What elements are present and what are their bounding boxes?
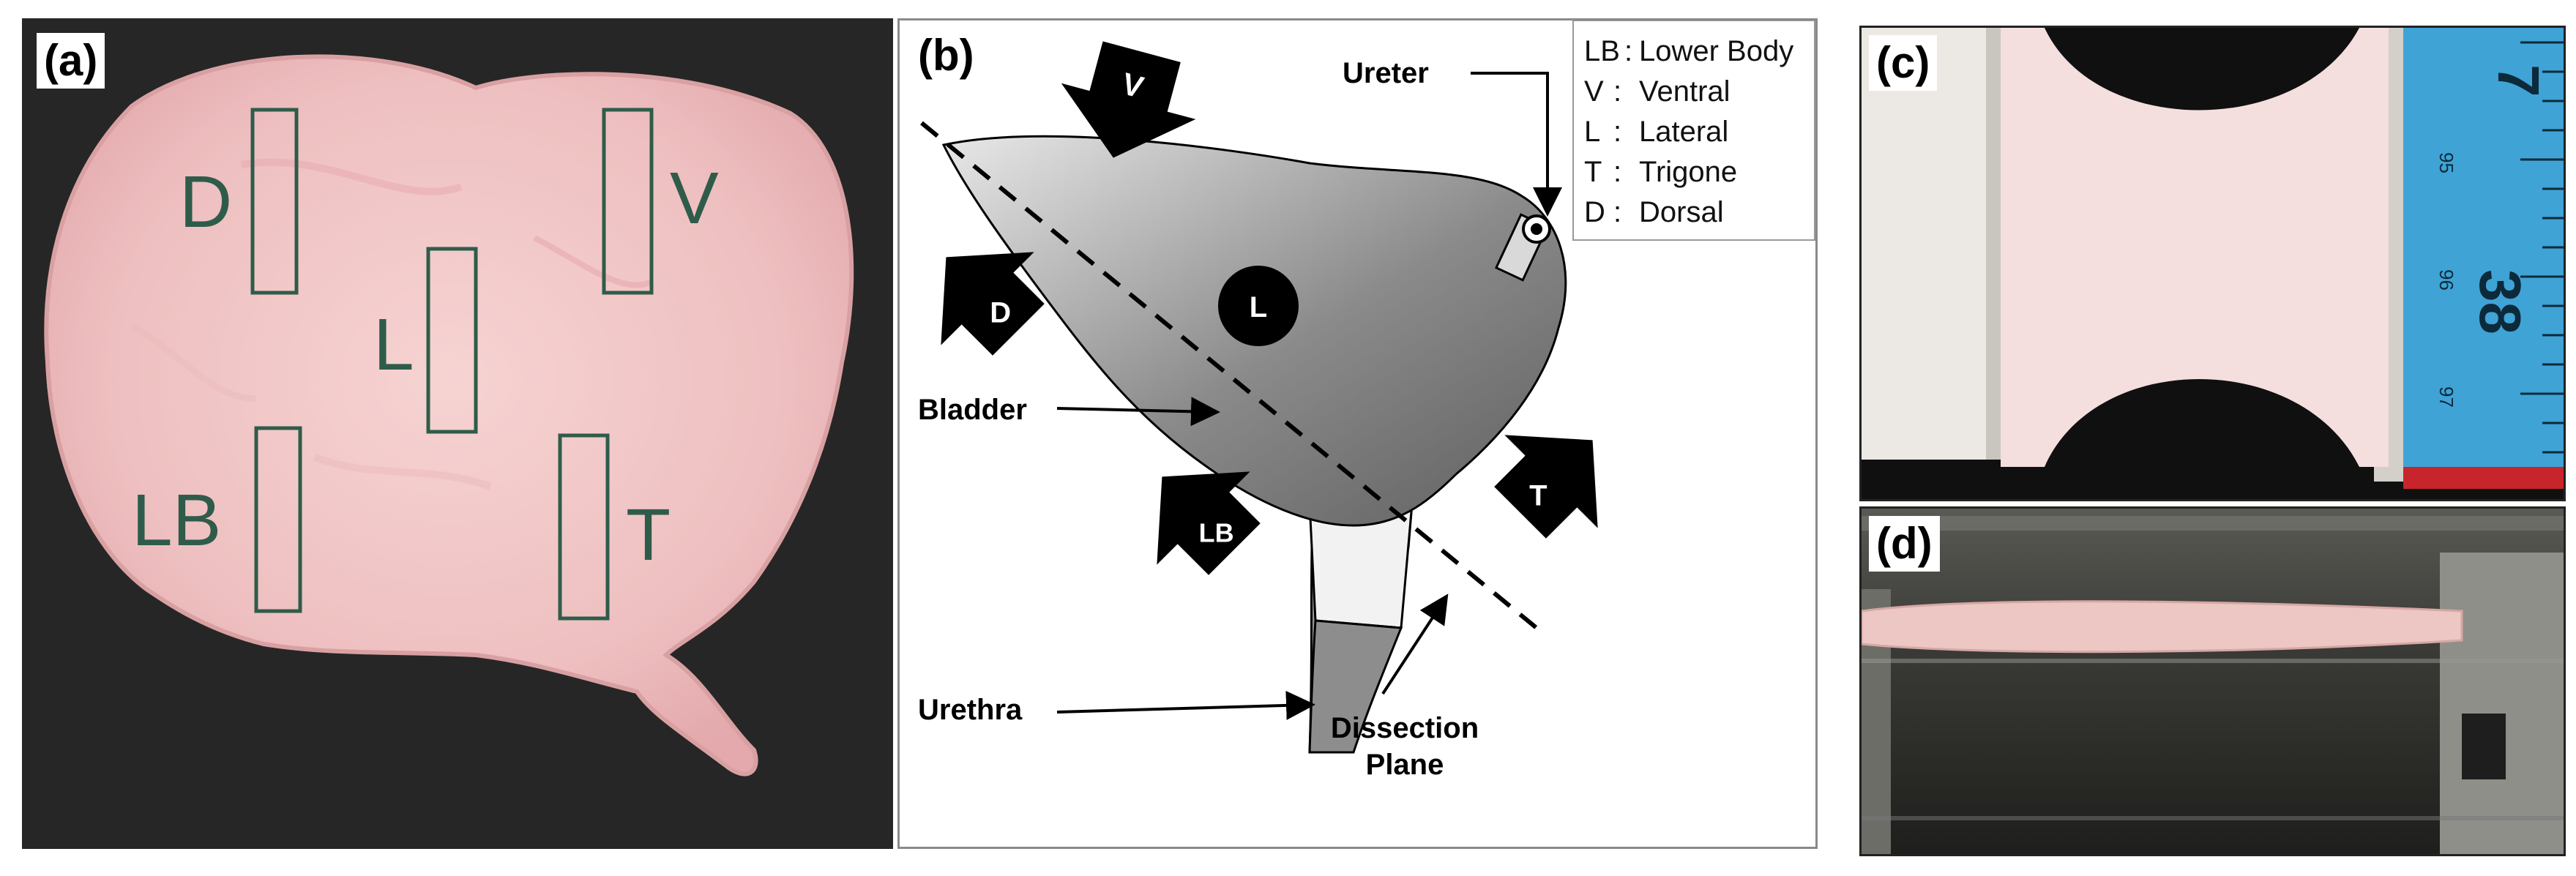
panel-b-schematic: L V D LB T Ureter Bladder Urethra <box>897 18 1818 849</box>
tissue-photo-svg: D V L LB T <box>44 54 854 776</box>
legend-name-2: Ventral <box>1639 75 1731 108</box>
ruler: 7 38 95 96 97 <box>2403 28 2564 489</box>
legend-abbr-4: T <box>1584 156 1602 188</box>
dissection-pointer <box>1381 594 1449 695</box>
panel-d-specimen-side: (d) <box>1859 506 2566 856</box>
ruler-number-97: 97 <box>2435 386 2457 408</box>
region-label-dorsal: D <box>179 161 232 243</box>
legend-name-5: Dorsal <box>1639 196 1724 228</box>
legend-sep-3: : <box>1613 116 1621 148</box>
legend-name-4: Trigone <box>1639 156 1737 188</box>
region-box-lateral <box>426 247 478 434</box>
ruler-number-95: 95 <box>2435 152 2457 173</box>
panel-c-label: (c) <box>1869 35 1938 91</box>
urethra-label: Urethra <box>918 694 1023 726</box>
legend-abbr-5: D <box>1584 196 1605 228</box>
region-box-trigone <box>558 433 610 621</box>
ruler-number-38: 38 <box>2468 269 2533 334</box>
lateral-marker-text: L <box>1250 291 1267 323</box>
legend-sep-4: : <box>1613 156 1621 188</box>
legend-abbr-1: LB <box>1584 35 1620 67</box>
panel-b-label: (b) <box>911 28 982 83</box>
region-label-ventral: V <box>670 157 719 239</box>
panel-c-specimen-top: 7 38 95 96 97 (c) <box>1859 26 2566 501</box>
panel-a-tissue-photo: D V L LB T (a) <box>22 18 893 849</box>
legend-name-1: Lower Body <box>1639 35 1793 67</box>
ureter-tube <box>1494 213 1551 282</box>
region-box-dorsal <box>250 108 299 295</box>
lateral-marker <box>1218 266 1299 346</box>
region-box-ventral <box>602 108 654 295</box>
ruler-number-7: 7 <box>2486 64 2551 97</box>
legend-abbr-2: V <box>1584 75 1604 108</box>
schematic-svg: L V D LB T Ureter Bladder Urethra <box>918 20 1815 781</box>
region-label-lateral: L <box>373 304 414 386</box>
dissection-label-line1: Dissection <box>1331 712 1479 744</box>
panel-a-label: (a) <box>37 33 105 89</box>
urethra-pointer <box>1056 690 1315 720</box>
ventral-arrow: V <box>1061 41 1196 158</box>
bladder-pointer <box>1056 397 1220 427</box>
svg-text:D: D <box>990 297 1011 329</box>
legend-sep-2: : <box>1613 75 1621 108</box>
legend-sep-1: : <box>1624 35 1632 67</box>
region-label-trigone: T <box>626 494 671 576</box>
legend: LB : Lower Body V : Ventral L : Lateral … <box>1572 20 1815 241</box>
dissection-label-line2: Plane <box>1366 749 1444 781</box>
specimen-side-svg <box>1862 509 2564 854</box>
svg-text:LB: LB <box>1199 518 1234 548</box>
ruler-number-96: 96 <box>2435 269 2457 291</box>
right-clamp <box>2440 553 2564 854</box>
specimen-top-svg: 7 38 95 96 97 <box>1862 28 2564 499</box>
panel-d-label: (d) <box>1869 516 1940 572</box>
legend-abbr-3: L <box>1584 116 1600 148</box>
legend-sep-5: : <box>1613 196 1621 228</box>
dogbone-specimen <box>2001 28 2389 467</box>
specimen-side-strip <box>1862 600 2463 654</box>
region-label-lower-body: LB <box>132 479 221 561</box>
ureter-pointer <box>1471 72 1562 217</box>
svg-text:T: T <box>1529 480 1547 512</box>
left-grip <box>1862 28 2001 460</box>
legend-name-3: Lateral <box>1639 116 1728 148</box>
bladder-label: Bladder <box>918 394 1027 426</box>
region-box-lower-body <box>254 426 302 613</box>
tissue-shape <box>44 54 854 776</box>
ureter-label: Ureter <box>1343 57 1429 89</box>
